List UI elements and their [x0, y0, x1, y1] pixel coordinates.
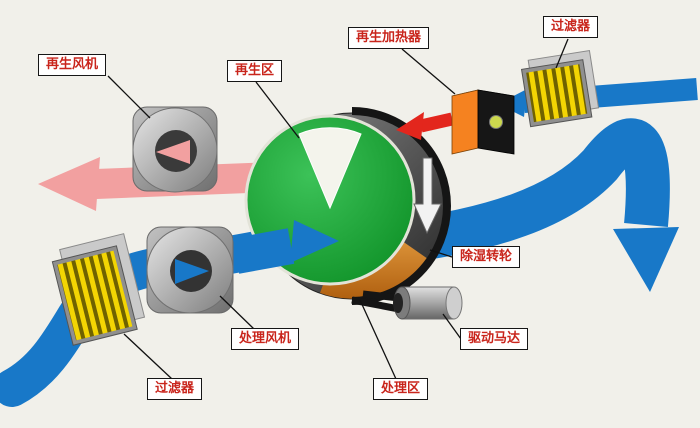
process-fan — [146, 226, 234, 314]
process-filter — [51, 233, 146, 346]
hot-air-arrow — [396, 112, 454, 140]
label-desiccant-wheel: 除湿转轮 — [452, 246, 521, 269]
heater-body — [451, 89, 479, 155]
heater-indicator-icon — [489, 115, 503, 129]
process-air-into-wheel-arrow — [232, 220, 339, 274]
fan-outlet-arrow-icon — [175, 259, 209, 284]
process-air-outlet-arrow — [395, 118, 679, 292]
label-filter-bottom: 过滤器 — [147, 378, 203, 401]
label-regen-zone: 再生区 — [227, 60, 283, 83]
drive-belt — [351, 107, 451, 305]
label-filter-top: 过滤器 — [543, 16, 599, 39]
motor-pulley — [393, 293, 403, 313]
regen-sector-wedge — [298, 127, 362, 210]
belt-to-pulley — [351, 290, 400, 313]
label-regen-heater: 再生加热器 — [348, 27, 430, 50]
label-drive-motor: 驱动马达 — [460, 328, 529, 351]
drive-motor — [351, 286, 463, 320]
fan-inlet-arrow-icon — [156, 140, 190, 164]
regen-fan — [132, 106, 218, 193]
label-regen-fan: 再生风机 — [38, 54, 107, 77]
label-process-zone: 处理区 — [373, 378, 429, 401]
regen-heater — [451, 89, 515, 155]
label-process-fan: 处理风机 — [231, 328, 300, 351]
rotation-direction-arrow-icon — [413, 157, 442, 235]
regen-filter — [520, 49, 600, 128]
leader-lines — [107, 38, 569, 380]
